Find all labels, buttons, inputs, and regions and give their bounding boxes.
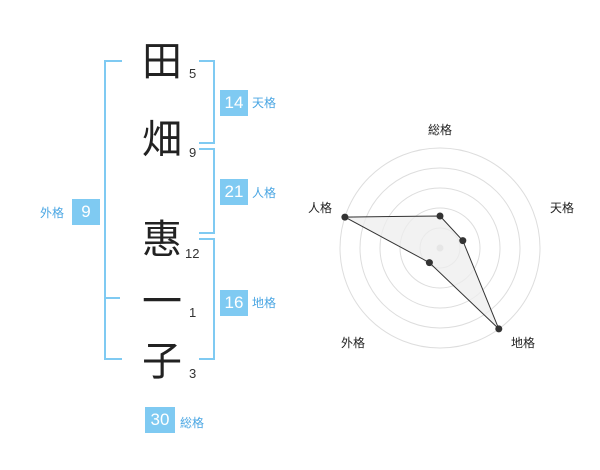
radar-ring-3	[379, 187, 501, 309]
soukaku-label: 総格	[180, 416, 205, 430]
stroke-count-4: 1	[189, 305, 197, 320]
radar-series-polygon	[342, 215, 500, 330]
radar-axis-label-3: 外格	[341, 336, 366, 350]
jinkaku-label: 人格	[252, 186, 277, 200]
radar-point-1	[459, 237, 467, 245]
radar-axis-label-1: 天格	[550, 201, 575, 215]
radar-point-0	[436, 212, 444, 220]
name-char-4: 一	[142, 279, 182, 325]
name-char-2: 畑	[142, 117, 182, 163]
chikaku-value-badge: 16	[220, 290, 248, 316]
gaikaku-label: 外格	[40, 206, 65, 220]
soukaku-value-badge: 30	[145, 407, 175, 433]
tenkaku-label: 天格	[252, 96, 277, 110]
jinkaku-value-badge: 21	[220, 179, 248, 205]
stroke-count-2: 9	[189, 145, 197, 160]
radar-ring-2	[399, 207, 481, 289]
radar-chart	[339, 147, 541, 349]
radar-point-4	[341, 213, 349, 221]
name-char-5: 子	[142, 339, 182, 385]
radar-axis-label-4: 人格	[308, 201, 333, 215]
radar-axis-label-0: 総格	[428, 123, 453, 137]
jinkaku-bracket	[199, 148, 215, 234]
gaikaku-bracket	[104, 60, 122, 360]
tenkaku-bracket	[199, 60, 215, 144]
tenkaku-value-badge: 14	[220, 90, 248, 116]
name-char-1: 田	[142, 39, 182, 85]
chikaku-bracket	[199, 238, 215, 360]
stroke-count-1: 5	[189, 66, 197, 81]
chikaku-label: 地格	[252, 296, 277, 310]
radar-point-2	[495, 325, 503, 333]
radar-ring-5	[339, 147, 541, 349]
radar-axis-label-2: 地格	[511, 336, 536, 350]
stroke-count-5: 3	[189, 366, 197, 381]
stroke-count-3: 12	[185, 246, 200, 261]
radar-point-3	[425, 259, 433, 267]
gaikaku-divider	[104, 297, 120, 299]
name-char-3: 惠	[142, 217, 182, 263]
radar-ring-4	[359, 167, 521, 329]
gaikaku-value-badge: 9	[72, 199, 100, 225]
